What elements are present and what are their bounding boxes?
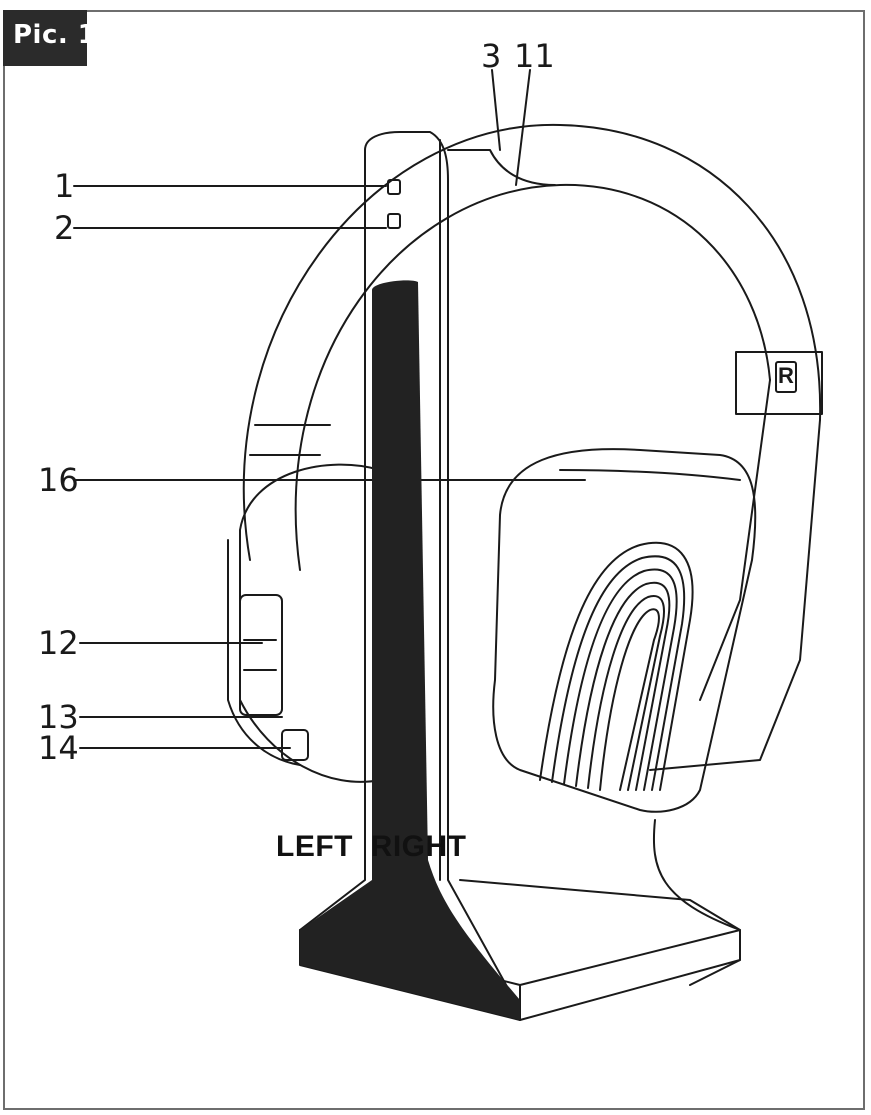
callout-16: 16 — [38, 461, 79, 499]
right-earcup-pad — [492, 448, 757, 813]
headband-inner — [294, 183, 771, 571]
callout-3: 3 — [481, 37, 502, 75]
earcup-button-strip — [239, 594, 283, 716]
headband-r-box — [735, 351, 823, 415]
earcup-side-button — [281, 729, 309, 761]
callout-12: 12 — [38, 624, 79, 662]
figure-tab: Pic. 1 — [3, 10, 87, 66]
callout-14: 14 — [38, 729, 79, 767]
led-indicator-2 — [387, 213, 401, 229]
stand-dark-slot — [372, 280, 428, 860]
headband-right-arm-inner — [699, 379, 771, 701]
stand-column-outer — [364, 131, 521, 1021]
callout-1: 1 — [54, 167, 75, 205]
headband-outer — [242, 123, 822, 561]
headband-r-mark: R — [778, 363, 794, 388]
stand-dark-base — [300, 860, 520, 1020]
callout-13: 13 — [38, 698, 79, 736]
figure-frame — [3, 10, 865, 1110]
left-earcup — [239, 463, 381, 783]
callout-11: 11 — [514, 37, 555, 75]
stand-left-right-label: LEFT RIGHT — [276, 830, 467, 863]
callout-2: 2 — [54, 209, 75, 247]
led-indicator-1 — [387, 179, 401, 195]
